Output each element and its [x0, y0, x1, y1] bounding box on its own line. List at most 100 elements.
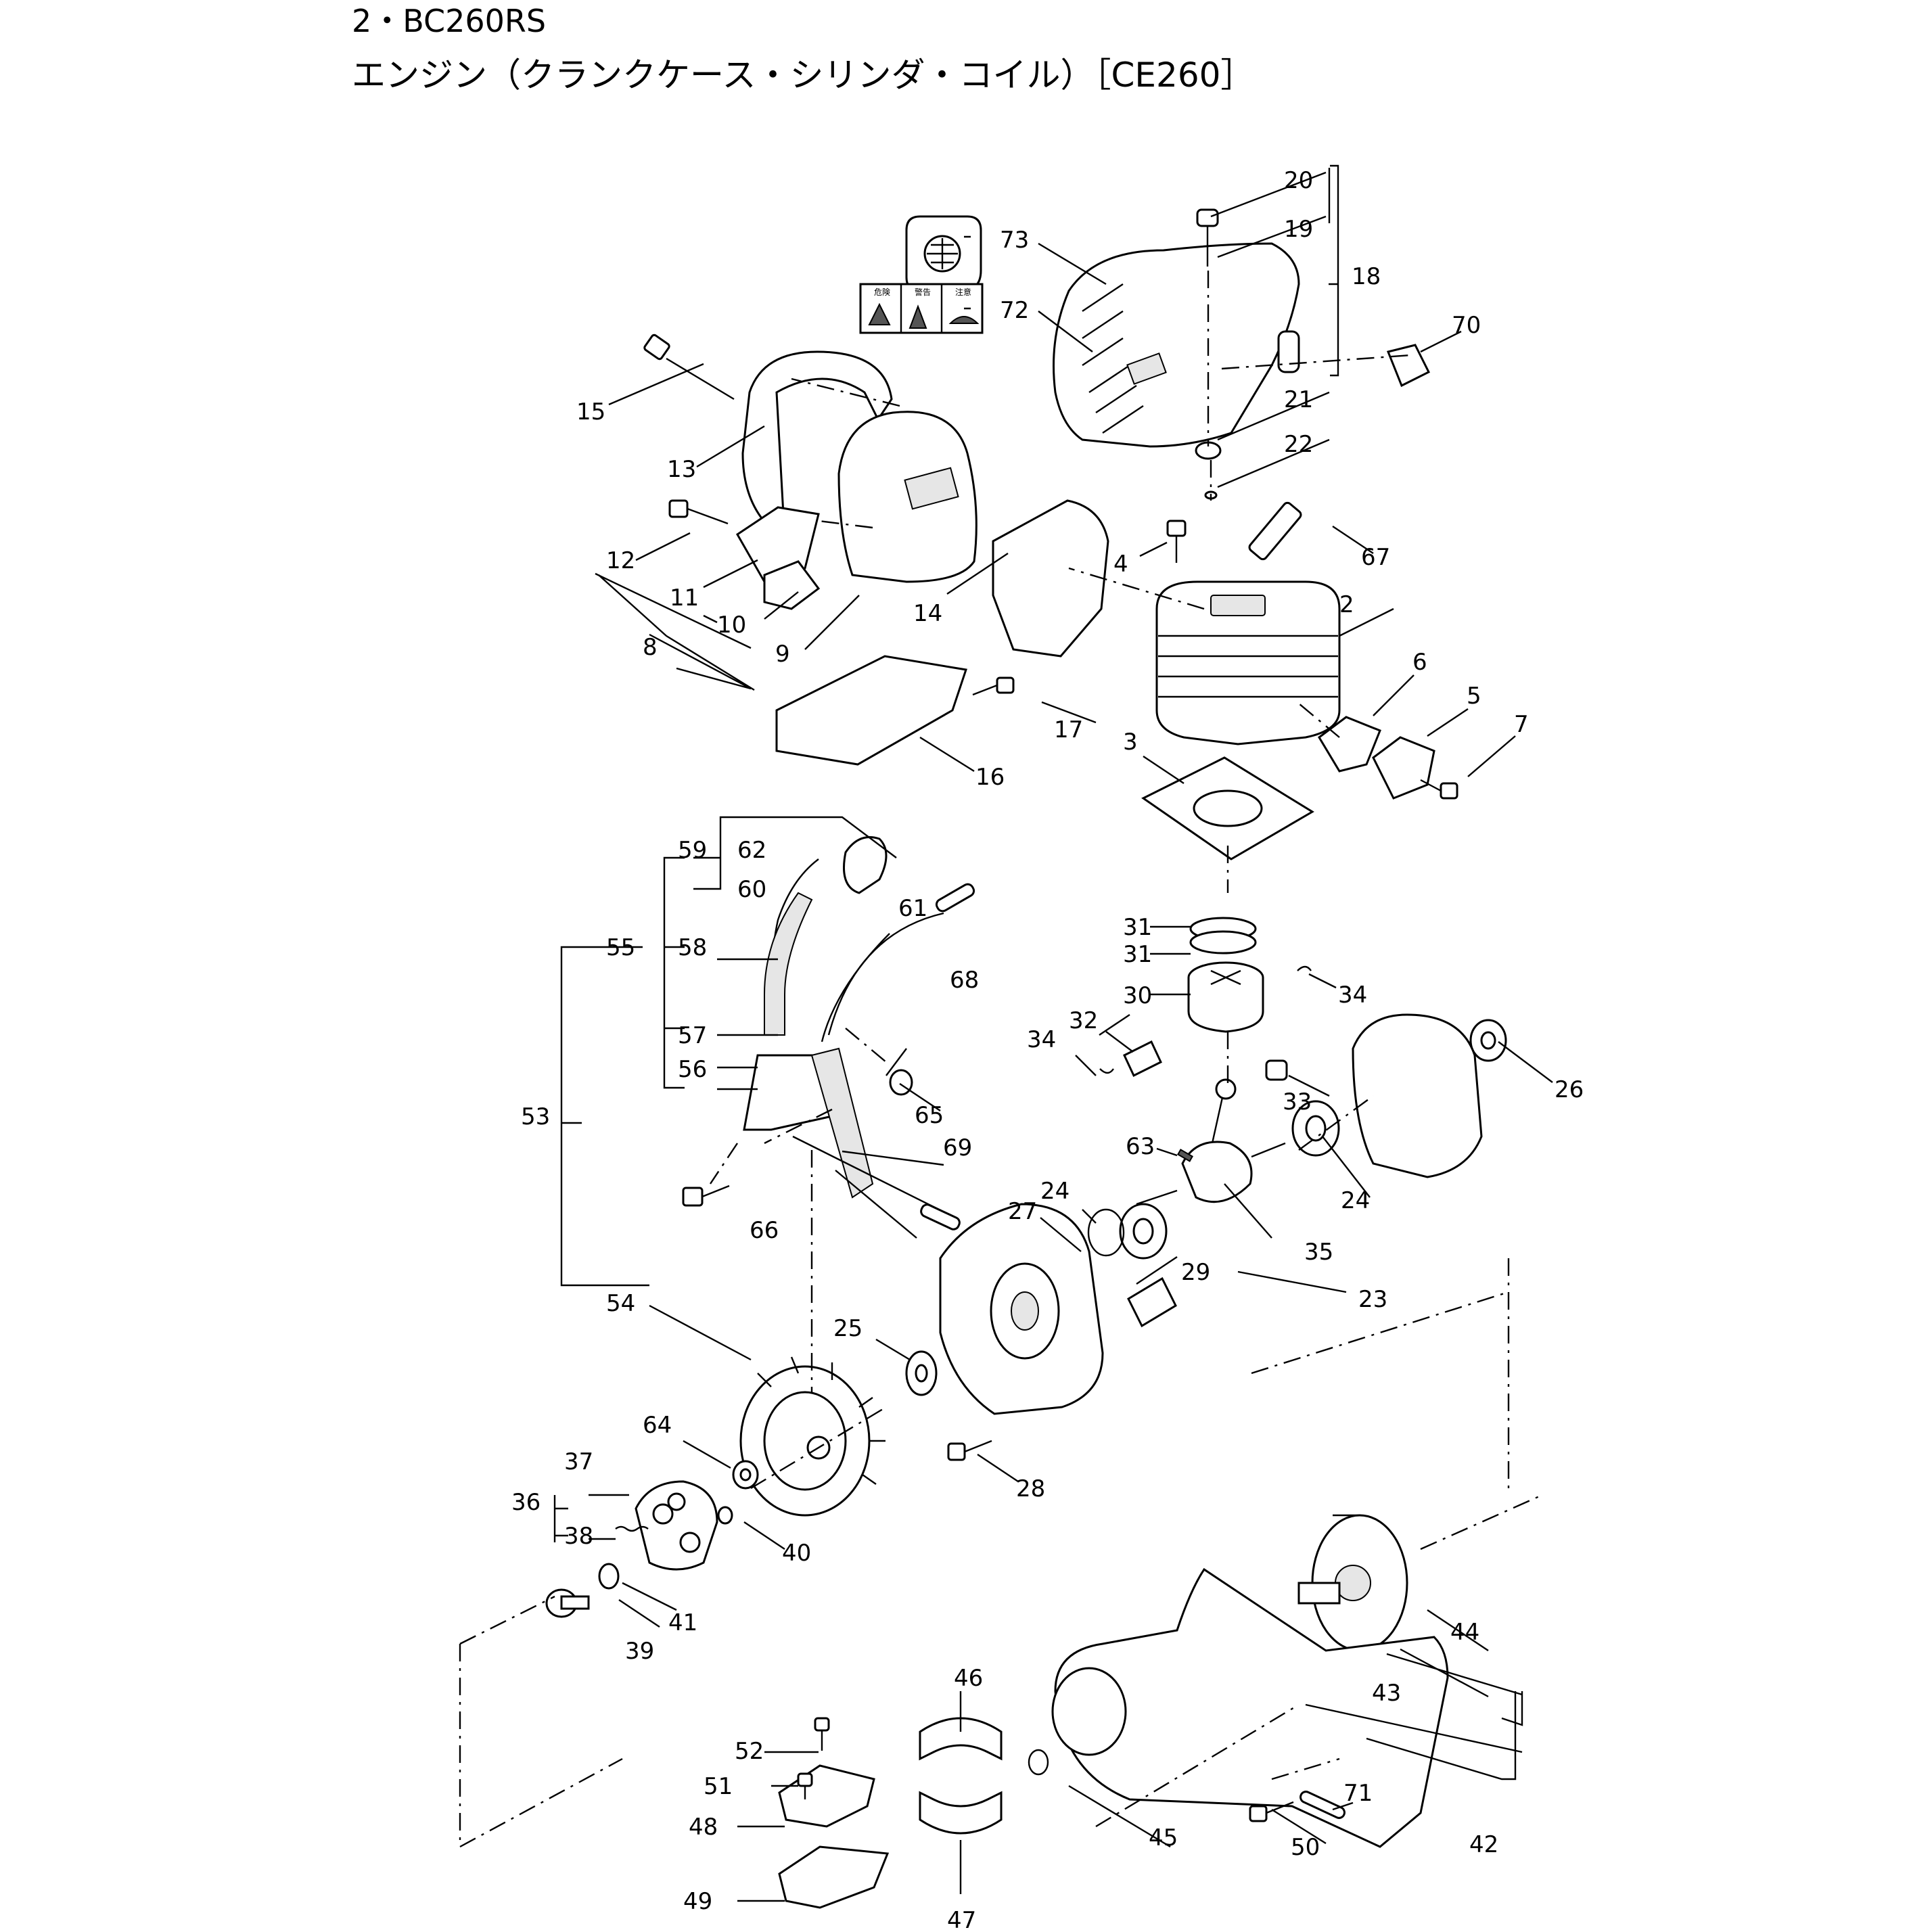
- callout-23: 23: [1358, 1286, 1387, 1313]
- callout-55: 55: [606, 934, 635, 961]
- callout-31b: 31: [1123, 941, 1152, 968]
- callout-69: 69: [943, 1134, 972, 1162]
- callout-20: 20: [1284, 167, 1313, 194]
- callout-47: 47: [947, 1907, 976, 1932]
- callout-53: 53: [521, 1103, 550, 1130]
- piston-30: [1187, 961, 1264, 1033]
- callout-37: 37: [564, 1448, 593, 1475]
- callout-31a: 31: [1123, 914, 1152, 941]
- callout-5: 5: [1467, 683, 1481, 710]
- callout-26: 26: [1555, 1076, 1584, 1103]
- callout-38: 38: [564, 1523, 593, 1550]
- warning-sticker-72: 危険 警告 注意: [859, 283, 984, 334]
- circlip-27: [1087, 1208, 1125, 1257]
- callout-52: 52: [735, 1738, 764, 1765]
- callout-40: 40: [782, 1540, 811, 1567]
- ignition-coil-53: [743, 858, 890, 1199]
- spring-38: [615, 1525, 649, 1532]
- cylinder-cover-19: [1053, 242, 1300, 448]
- block-29: [1127, 1276, 1177, 1328]
- callout-63: 63: [1126, 1133, 1155, 1160]
- callout-24b: 24: [1040, 1178, 1070, 1205]
- callout-68: 68: [950, 967, 979, 994]
- callout-56: 56: [678, 1056, 707, 1083]
- key-63: [1176, 1149, 1194, 1162]
- bolt-50: [1249, 1801, 1294, 1822]
- cylinder-2: [1155, 580, 1341, 745]
- nut-64: [732, 1460, 759, 1490]
- callout-49: 49: [683, 1888, 712, 1915]
- bolt-28: [947, 1440, 992, 1461]
- callout-67: 67: [1361, 544, 1390, 571]
- muffler-outlet: [904, 467, 959, 510]
- callout-9: 9: [775, 641, 790, 668]
- sticker-warning-text: 警告: [915, 287, 931, 297]
- callout-17: 17: [1054, 716, 1083, 743]
- heat-shield-14: [992, 499, 1109, 658]
- callout-numbers: 2 3 4 5 6 7 8 9 10 11 12 13 14 15 16 17 …: [511, 167, 1584, 1932]
- piston-ring-31b: [1189, 930, 1257, 954]
- callout-14: 14: [913, 600, 942, 627]
- wire-68-terminal: [935, 883, 975, 913]
- callout-27: 27: [1008, 1198, 1037, 1225]
- callout-62: 62: [737, 837, 766, 864]
- sticker-danger-text: 危険: [874, 288, 890, 297]
- wire-69: [792, 1135, 942, 1212]
- model-title: 2・BC260RS: [352, 3, 547, 39]
- washer-41: [598, 1563, 620, 1590]
- collar-65: [889, 1069, 913, 1096]
- callout-43: 43: [1372, 1680, 1401, 1707]
- bolt-39: [545, 1588, 590, 1618]
- gasket-6: [1318, 716, 1381, 773]
- callout-6: 6: [1412, 649, 1427, 676]
- wire-68: [827, 912, 944, 1036]
- callout-59: 59: [678, 837, 707, 864]
- screw-52: [814, 1717, 830, 1751]
- callout-16: 16: [975, 764, 1005, 791]
- bracket-70: [1386, 344, 1431, 388]
- washer-40: [717, 1506, 733, 1525]
- bolt-15: [643, 334, 735, 400]
- callout-35: 35: [1304, 1239, 1333, 1266]
- callout-2: 2: [1339, 591, 1354, 618]
- sticker-caution-text: 注意: [955, 287, 971, 297]
- crankcase-right: [1352, 1013, 1483, 1178]
- clutch-37: [635, 1480, 718, 1571]
- bearing-24-left: [1119, 1203, 1168, 1260]
- callout-54: 54: [606, 1290, 635, 1317]
- emblem-sticker-73: [905, 215, 982, 292]
- callout-42: 42: [1469, 1831, 1498, 1858]
- screw-4: [1166, 520, 1187, 563]
- callout-73: 73: [1000, 227, 1029, 254]
- pin-71: [1300, 1791, 1346, 1819]
- callout-51: 51: [704, 1773, 733, 1800]
- callout-50: 50: [1291, 1834, 1320, 1861]
- callout-72: 72: [1000, 297, 1029, 324]
- plug-cap-62: [843, 836, 888, 894]
- wire-69-terminal: [920, 1203, 961, 1230]
- handle-clamp-48: [778, 1764, 875, 1828]
- circlip-45: [1028, 1749, 1049, 1776]
- muffler-cover-13: [741, 350, 893, 530]
- callout-32: 32: [1069, 1007, 1098, 1034]
- clamp-lower-47: [919, 1791, 1003, 1835]
- muffler-9: [837, 411, 978, 583]
- callout-8: 8: [643, 634, 658, 661]
- bolt-12: [668, 499, 729, 525]
- callout-21: 21: [1284, 386, 1313, 413]
- callout-39: 39: [625, 1638, 654, 1665]
- callout-10: 10: [717, 612, 746, 639]
- callout-11: 11: [670, 584, 699, 612]
- callout-18: 18: [1352, 263, 1381, 290]
- cylinder-gasket-3: [1141, 756, 1314, 860]
- callout-36: 36: [511, 1489, 540, 1516]
- spark-plug-67: [1248, 501, 1302, 561]
- callout-12: 12: [606, 547, 635, 574]
- handle-clamp-49: [778, 1845, 890, 1909]
- callout-48: 48: [689, 1814, 718, 1841]
- callout-45: 45: [1149, 1824, 1178, 1852]
- needle-bearing-33: [1265, 1059, 1288, 1081]
- callout-61: 61: [898, 895, 927, 922]
- clamp-upper-46: [919, 1717, 1003, 1761]
- section-title: エンジン（クランクケース・シリンダ・コイル）［CE260］: [352, 55, 1255, 95]
